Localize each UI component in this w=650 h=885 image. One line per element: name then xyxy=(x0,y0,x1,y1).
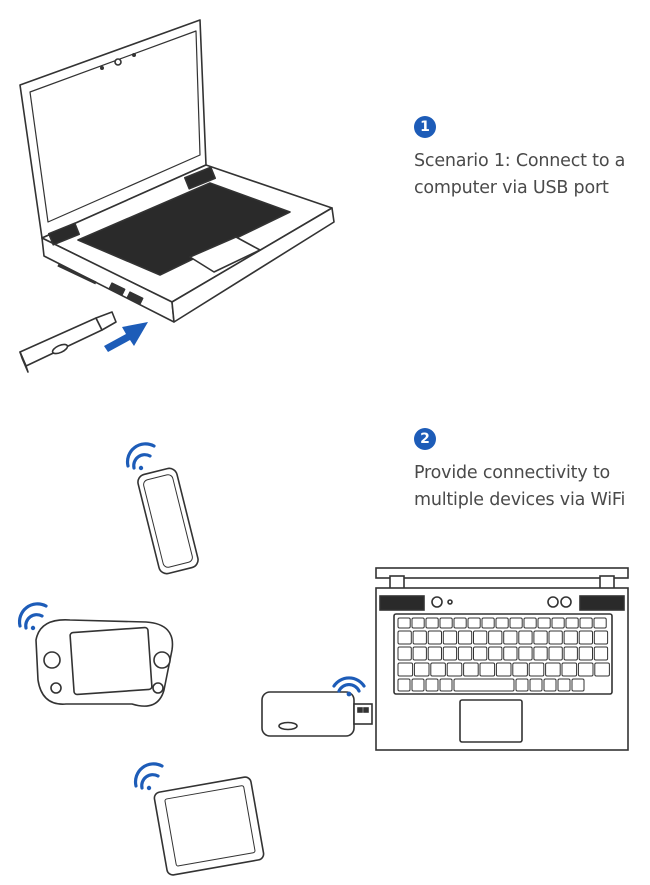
keyboard-key xyxy=(463,662,479,677)
keyboard-key xyxy=(481,617,495,629)
keyboard-key xyxy=(537,617,551,629)
laptop-keys xyxy=(397,617,610,692)
keyboard-key xyxy=(503,630,518,645)
step-caption: Scenario 1: Connect to a computer via US… xyxy=(414,148,625,202)
keyboard-key xyxy=(579,617,593,629)
keyboard-key xyxy=(467,617,481,629)
keyboard-key xyxy=(495,617,509,629)
keyboard-key xyxy=(557,678,571,692)
keyboard-key xyxy=(571,678,585,692)
keyboard-key xyxy=(411,678,425,692)
keyboard-key xyxy=(548,630,563,645)
usb-dongle-scenario2 xyxy=(261,691,373,737)
keyboard-key xyxy=(594,662,610,677)
keyboard-key xyxy=(512,662,528,677)
wifi-icon-console xyxy=(17,602,48,631)
keyboard-key xyxy=(430,662,446,677)
keyboard-key xyxy=(533,630,548,645)
step-2: 2 Provide connectivity to multiple devic… xyxy=(414,428,625,514)
wifi-icon-tablet xyxy=(133,762,164,791)
keyboard-key xyxy=(473,646,488,661)
keyboard-key xyxy=(593,617,607,629)
keyboard-key xyxy=(397,646,412,661)
keyboard-key xyxy=(413,662,430,677)
wifi-icon-dongle xyxy=(332,676,366,697)
handheld-console xyxy=(35,619,174,707)
keyboard-key xyxy=(593,630,609,645)
keyboard-key xyxy=(561,662,578,677)
keyboard-key xyxy=(457,630,473,645)
wifi-icon-phone xyxy=(125,442,156,471)
caption-line: multiple devices via WiFi xyxy=(414,490,626,510)
keyboard-key xyxy=(473,630,488,645)
keyboard-key xyxy=(528,662,545,677)
keyboard-key xyxy=(412,646,427,661)
keyboard-key xyxy=(578,630,594,645)
keyboard-key xyxy=(453,678,515,692)
keyboard-key xyxy=(446,662,463,677)
keyboard-key xyxy=(397,662,414,677)
keyboard-key xyxy=(439,617,453,629)
keyboard-key xyxy=(503,646,518,661)
insert-arrow xyxy=(104,322,148,352)
keyboard-key xyxy=(397,678,411,692)
keyboard-key xyxy=(397,617,411,629)
keyboard-key xyxy=(397,630,412,645)
laptop-scenario1 xyxy=(19,19,335,323)
caption-line: Provide connectivity to xyxy=(414,463,611,483)
keyboard-key xyxy=(427,630,443,645)
keyboard-key xyxy=(518,646,533,661)
keyboard-key xyxy=(411,617,425,629)
tablet xyxy=(153,776,265,876)
keyboard-key xyxy=(548,646,563,661)
keyboard-key xyxy=(442,630,458,645)
step-number-badge: 2 xyxy=(414,428,436,450)
keyboard-key xyxy=(518,630,533,645)
keyboard-key xyxy=(453,617,467,629)
keyboard-key xyxy=(529,678,543,692)
keyboard-key xyxy=(593,646,609,661)
keyboard-key xyxy=(545,662,561,677)
keyboard-key xyxy=(427,646,443,661)
keyboard-key xyxy=(551,617,565,629)
usb-dongle-scenario1 xyxy=(19,311,117,373)
keyboard-key xyxy=(565,617,579,629)
keyboard-key xyxy=(479,662,496,677)
smartphone xyxy=(137,467,199,575)
step-caption: Provide connectivity to multiple devices… xyxy=(414,460,625,514)
keyboard-key xyxy=(488,646,503,661)
caption-line: Scenario 1: Connect to a xyxy=(414,151,626,171)
keyboard-key xyxy=(412,630,427,645)
keyboard-key xyxy=(577,662,594,677)
keyboard-key xyxy=(509,617,523,629)
keyboard-key xyxy=(439,678,453,692)
step-number-badge: 1 xyxy=(414,116,436,138)
keyboard-key xyxy=(523,617,537,629)
keyboard-key xyxy=(442,646,458,661)
keyboard-key xyxy=(495,662,512,677)
keyboard-key xyxy=(515,678,529,692)
keyboard-key xyxy=(533,646,548,661)
caption-line: computer via USB port xyxy=(414,178,609,198)
step-1: 1 Scenario 1: Connect to a computer via … xyxy=(414,116,625,202)
keyboard-key xyxy=(425,678,439,692)
keyboard-key xyxy=(563,646,578,661)
keyboard-key xyxy=(543,678,557,692)
keyboard-key xyxy=(425,617,439,629)
keyboard-key xyxy=(563,630,578,645)
keyboard-key xyxy=(488,630,503,645)
keyboard-key xyxy=(457,646,473,661)
keyboard-key xyxy=(578,646,594,661)
